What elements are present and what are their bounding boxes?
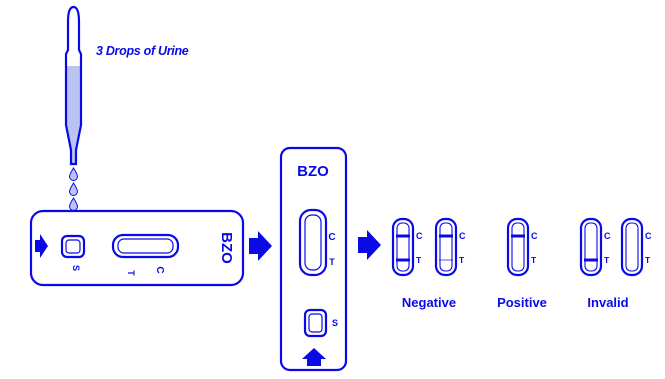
result-strip-window: [396, 222, 410, 272]
result-negative: C T C T Negative: [391, 217, 466, 310]
arrow-right-icon: [249, 231, 272, 261]
result-strip: [579, 217, 603, 277]
result-strip: [434, 217, 458, 277]
sample-well: [303, 308, 328, 338]
test-line: [396, 258, 410, 262]
test-line-label: T: [126, 270, 136, 276]
urine-drop: [68, 182, 79, 196]
result-invalid: C T C T Invalid: [579, 217, 652, 310]
sample-well-inner: [308, 313, 323, 333]
control-line-label: C: [416, 231, 423, 241]
pipette-outline: [64, 5, 83, 166]
control-line-label: C: [459, 231, 466, 241]
control-line-label: C: [531, 231, 538, 241]
cassette-vertical-body: [279, 146, 348, 372]
cassette-vertical: BZO C T S: [279, 146, 348, 372]
test-line-label: T: [459, 255, 465, 265]
control-line-label: C: [154, 266, 165, 273]
test-line-faint: [439, 259, 453, 261]
result-label: Negative: [402, 295, 456, 310]
pipette: [64, 5, 83, 166]
result-strip: [506, 217, 530, 277]
test-line: [584, 258, 598, 262]
control-line: [439, 234, 453, 238]
urine-drop: [68, 197, 79, 211]
result-window: [298, 208, 328, 277]
test-line-label: T: [416, 255, 422, 265]
cassette-horizontal: S T C BZO: [29, 209, 245, 287]
control-line: [396, 234, 410, 238]
urine-drop: [68, 167, 79, 181]
arrow-right-icon: [35, 234, 48, 258]
control-line-label: C: [645, 231, 652, 241]
sample-well-label: S: [332, 318, 338, 328]
result-strip-window: [625, 222, 639, 272]
test-line-label: T: [531, 255, 537, 265]
result-strip-window: [584, 222, 598, 272]
result-window: [111, 233, 180, 259]
result-window-inner: [304, 214, 322, 271]
control-line-label: C: [604, 231, 611, 241]
result-strip: [391, 217, 415, 277]
drops-instruction: 3 Drops of Urine: [96, 44, 189, 58]
arrow-up-icon: [302, 348, 326, 366]
result-positive: C T Positive: [497, 217, 547, 310]
control-line-label: C: [328, 232, 335, 243]
pipette-urine-fill: [67, 66, 80, 163]
cassette-name: BZO: [297, 163, 329, 180]
result-label: Invalid: [587, 295, 628, 310]
sample-well-inner: [65, 239, 81, 254]
cassette-name: BZO: [218, 232, 235, 264]
result-strip-window: [439, 222, 453, 272]
results: C T C T Negative C T Positive C T C T Invalid: [391, 217, 652, 310]
result-window-inner: [117, 238, 174, 254]
control-line: [511, 234, 525, 238]
test-line-label: T: [604, 255, 610, 265]
result-label: Positive: [497, 295, 547, 310]
test-line-label: T: [645, 255, 651, 265]
sample-well: [60, 234, 86, 259]
test-line-label: T: [329, 257, 335, 267]
urine-drops: [68, 167, 79, 211]
result-strip-window: [511, 222, 525, 272]
cassette-horizontal-body: [29, 209, 245, 287]
sample-well-label: S: [71, 265, 81, 271]
result-strip: [620, 217, 644, 277]
arrow-right-icon: [358, 230, 381, 260]
